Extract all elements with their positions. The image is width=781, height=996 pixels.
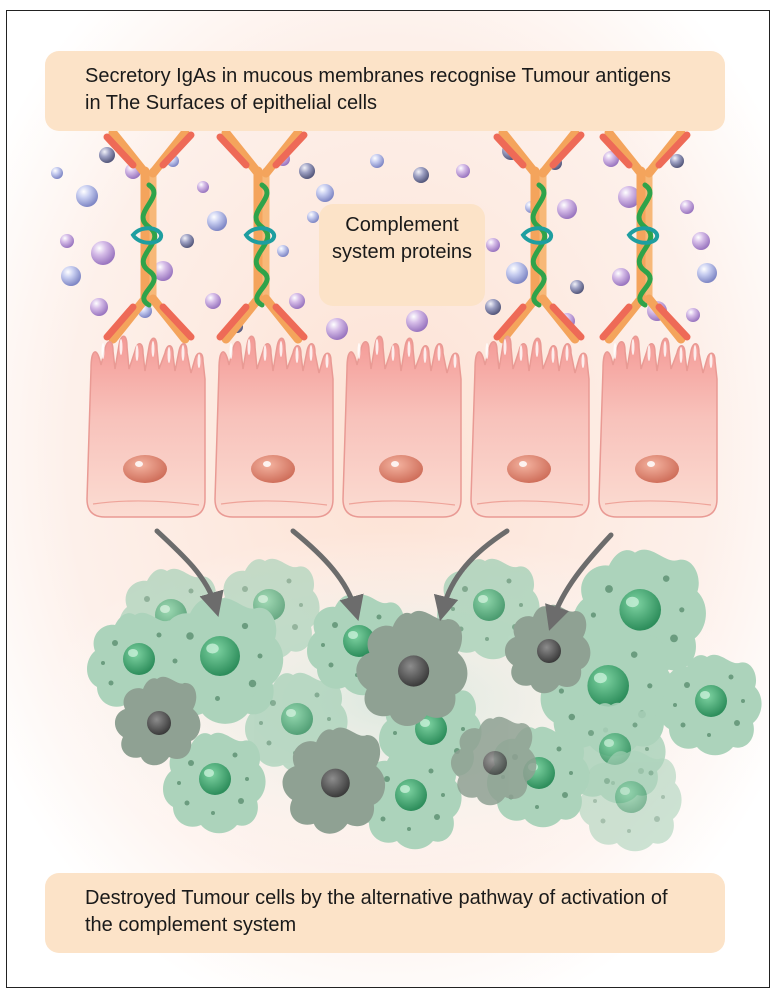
bottom-label: Destroyed Tumour cells by the alternativ… [45,873,725,953]
complement-label: Complement system proteins [319,204,485,306]
top-label: Secretory IgAs in mucous membranes recog… [45,51,725,131]
arrow-icons [154,528,614,631]
complement-protein-icons [51,142,717,340]
figure-frame: Secretory IgAs in mucous membranes recog… [6,10,770,988]
epithelial-cell-icons [86,335,718,518]
diagram-art [7,11,769,987]
